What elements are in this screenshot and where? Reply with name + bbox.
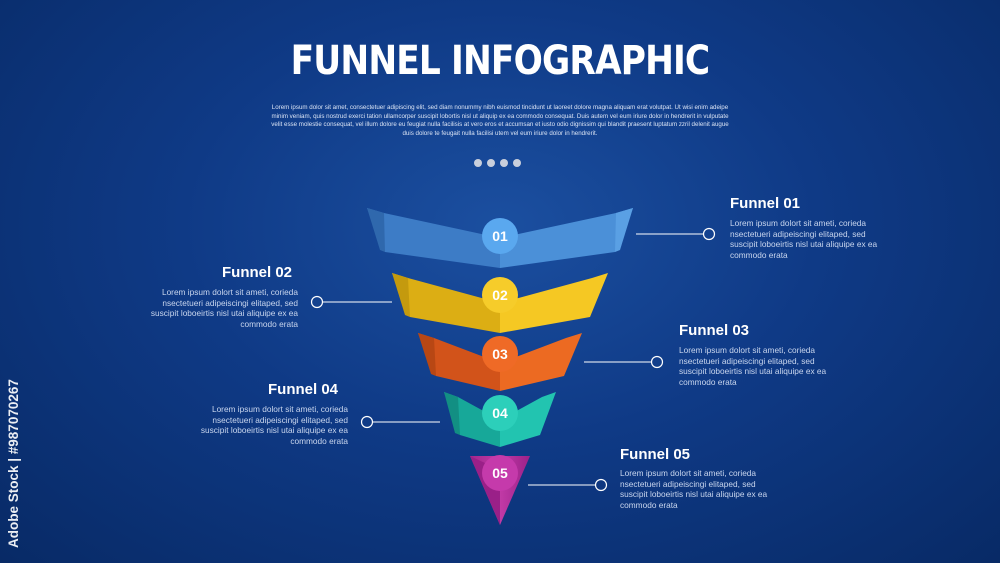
stock-watermark: Adobe Stock | #987070267 (6, 379, 21, 548)
funnel-01-text: Lorem ipsum dolort sit ameti, corieda ns… (730, 218, 878, 260)
funnel-04-title: Funnel 04 (268, 381, 339, 398)
badge-05: 05 (482, 455, 518, 491)
funnel-03-title: Funnel 03 (679, 322, 750, 339)
pagination-dot (487, 159, 495, 167)
funnel-05-text: Lorem ipsum dolort sit ameti, corieda ns… (620, 468, 768, 510)
pagination-dot (474, 159, 482, 167)
badge-label-05: 05 (492, 465, 508, 481)
pagination-dot (500, 159, 508, 167)
badge-04: 04 (482, 395, 518, 431)
funnel-02-text: Lorem ipsum dolort sit ameti, corieda ns… (150, 287, 298, 329)
funnel-02-title: Funnel 02 (222, 264, 293, 281)
funnel-level-02 (392, 273, 608, 333)
pagination-dot (513, 159, 521, 167)
funnel-level-03 (418, 333, 582, 391)
badge-label-04: 04 (492, 405, 508, 421)
connector-lines (310, 227, 716, 492)
page-title: FUNNEL INFOGRAPHIC (290, 38, 711, 84)
connector-endpoint-01 (702, 227, 716, 241)
badge-label-03: 03 (492, 346, 508, 362)
connector-endpoint-05 (594, 478, 608, 492)
badge-label-01: 01 (492, 228, 508, 244)
connector-endpoint-02 (310, 295, 324, 309)
pagination-dots (474, 159, 521, 167)
funnel-03-text: Lorem ipsum dolort sit ameti, corieda ns… (679, 345, 827, 387)
funnel-05-title: Funnel 05 (620, 446, 691, 463)
badge-03: 03 (482, 336, 518, 372)
badge-02: 02 (482, 277, 518, 313)
connector-endpoint-04 (360, 415, 374, 429)
badge-01: 01 (482, 218, 518, 254)
badge-label-02: 02 (492, 287, 508, 303)
funnel-04-text: Lorem ipsum dolort sit ameti, corieda ns… (200, 404, 348, 446)
funnel-level-04 (444, 392, 556, 447)
connector-endpoint-03 (650, 355, 664, 369)
funnel-level-01 (367, 208, 633, 268)
page-description: Lorem ipsum dolor sit amet, consectetuer… (271, 104, 729, 137)
funnel-01-title: Funnel 01 (730, 195, 801, 212)
